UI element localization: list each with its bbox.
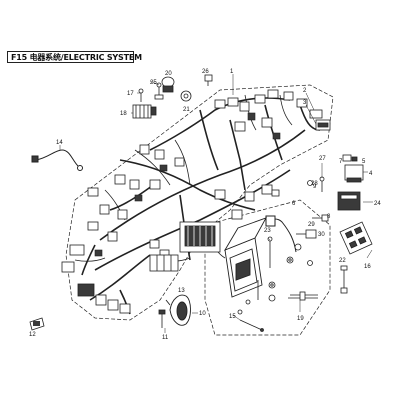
part-24-control-box: [337, 191, 361, 211]
part-23-lead: [265, 215, 297, 253]
part-13-horn: [165, 294, 191, 326]
callout-17: 17: [127, 91, 134, 97]
callout-30: 30: [318, 232, 325, 238]
callout-9: 9: [313, 184, 317, 190]
callout-2: 2: [303, 88, 307, 94]
part-21-grommet: [180, 90, 192, 102]
callout-12: 12: [29, 332, 36, 338]
left-plug-cluster: [61, 244, 131, 314]
part-30-plug: [296, 229, 317, 239]
fuse-box: [179, 221, 221, 253]
harness-connectors: [87, 89, 308, 259]
callout-8: 8: [327, 214, 331, 220]
callout-10: 10: [199, 311, 206, 317]
callout-7: 7: [339, 159, 343, 165]
ecu-bolts: [237, 236, 313, 315]
part-11-bolt: [158, 309, 166, 328]
callout-19: 19: [297, 316, 304, 322]
callout-3: 3: [303, 100, 307, 106]
callout-18: 18: [120, 111, 127, 117]
callout-20: 20: [165, 71, 172, 77]
part-22-pin: [340, 265, 348, 294]
part-7-small-relay: [342, 154, 358, 162]
part-15-rod: [239, 319, 264, 332]
title-box: F15 电器系统/ELECTRIC SYSTEM: [7, 51, 142, 63]
callout-26: 26: [202, 69, 209, 75]
part-5-relay: [344, 164, 364, 183]
callout-24: 24: [374, 201, 381, 207]
part-18-regulator: [132, 104, 157, 119]
callout-13: 13: [178, 288, 185, 294]
leader-lines: [59, 74, 373, 333]
part-20-switch: [161, 76, 175, 93]
main-harness-outline: [65, 84, 334, 321]
callout-27: 27: [319, 156, 326, 162]
callout-15: 15: [229, 314, 236, 320]
callout-25: 25: [150, 80, 157, 86]
relay-pack: [149, 254, 179, 272]
part-26-clip: [204, 74, 213, 86]
callout-28: 28: [311, 181, 318, 187]
callout-29: 29: [308, 222, 315, 228]
callout-11: 11: [162, 335, 169, 341]
ecu-module: [223, 217, 267, 298]
callout-5: 5: [362, 159, 366, 165]
callout-21: 21: [183, 107, 190, 113]
callout-labels: 1 2 3 4 5 6 7 8 9 10 11 12 13 14 15 16 1…: [29, 69, 381, 341]
part-12-tag: [29, 317, 45, 331]
small-fasteners-right: [307, 176, 329, 222]
diagram-title: F15 电器系统/ELECTRIC SYSTEM: [11, 53, 142, 62]
part-14-sensor-cable: [31, 149, 83, 171]
callout-6: 6: [292, 201, 296, 207]
callout-22: 22: [339, 258, 346, 264]
part-16-fuse-card: [339, 221, 373, 255]
callout-14: 14: [56, 140, 63, 146]
part-2-3-connectors: [309, 109, 331, 131]
callout-1: 1: [230, 69, 234, 75]
callout-4: 4: [369, 171, 373, 177]
part-19-strap: [288, 291, 318, 301]
right-group-outline: [204, 199, 331, 336]
callout-16: 16: [364, 264, 371, 270]
callout-23: 23: [264, 228, 271, 234]
